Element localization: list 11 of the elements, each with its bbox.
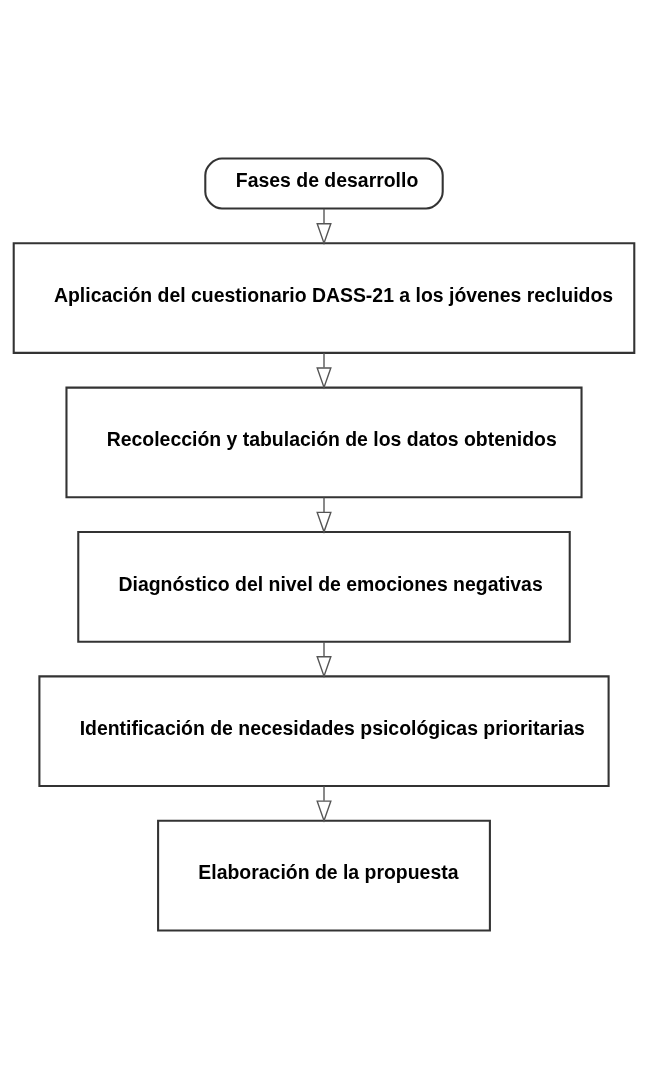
arrow — [316, 496, 332, 534]
node-box: Elaboración de la propuesta — [157, 819, 491, 932]
node-box: Recolección y tabulación de los datos obtenidos — [65, 386, 583, 499]
node-box: Diagnóstico del nivel de emociones negativas — [77, 530, 571, 643]
arrow — [316, 352, 332, 390]
node-box: Fases de desarrollo — [204, 157, 444, 210]
arrow — [316, 207, 332, 246]
arrow — [316, 785, 332, 823]
node-box: Identificación de necesidades psicológicas prioritarias — [38, 675, 610, 788]
arrow — [316, 641, 332, 679]
node-box: Aplicación del cuestionario DASS-21 a los jóvenes recluidos — [12, 242, 636, 354]
